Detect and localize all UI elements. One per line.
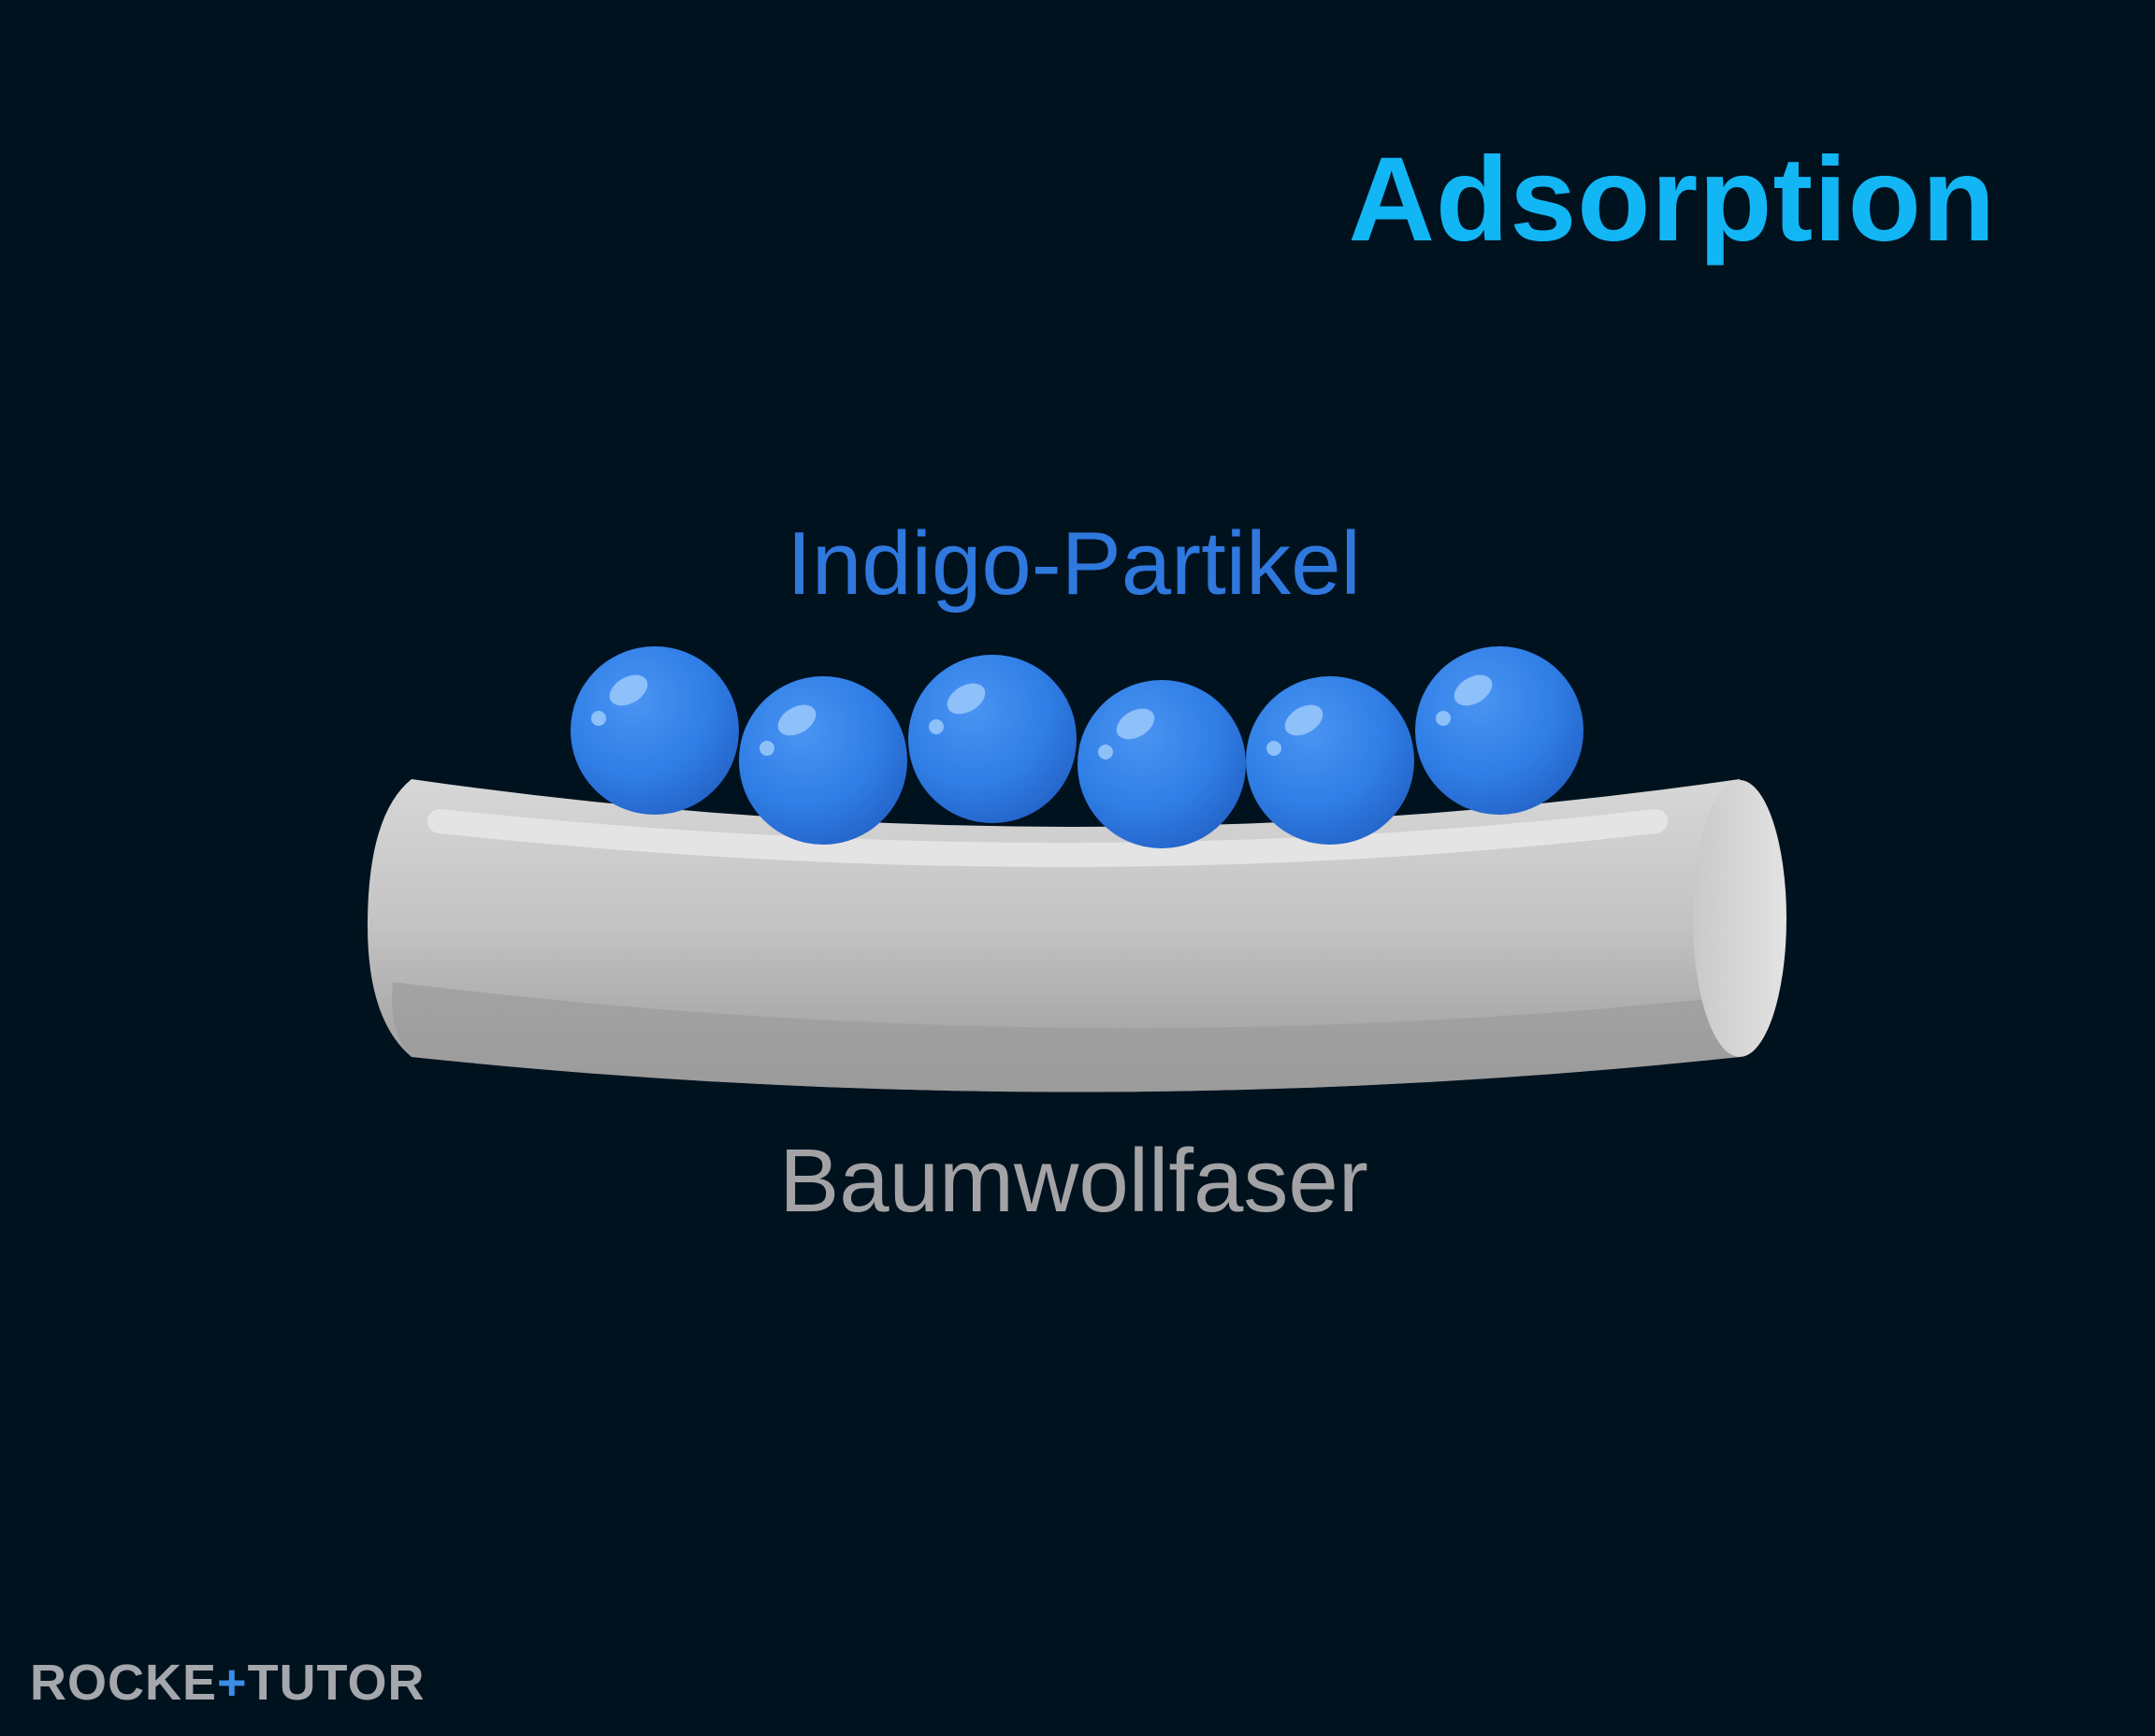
indigo-particle bbox=[1078, 680, 1248, 849]
indigo-particles bbox=[571, 646, 1585, 849]
logo-plus: + bbox=[217, 1655, 248, 1711]
particles-label: Indigo-Partikel bbox=[787, 514, 1361, 614]
fiber-label: Baumwollfaser bbox=[779, 1131, 1368, 1231]
fiber-end-cap bbox=[1693, 780, 1786, 1057]
indigo-particle bbox=[908, 655, 1078, 824]
diagram-title: Adsorption bbox=[1348, 133, 1996, 267]
particles-label-row: Indigo-Partikel bbox=[0, 513, 2155, 615]
indigo-particle bbox=[571, 646, 741, 816]
logo-text-left: ROCKE bbox=[30, 1655, 218, 1711]
indigo-particle bbox=[1246, 676, 1416, 846]
rocket-tutor-logo: ROCKE+TUTOR bbox=[30, 1654, 426, 1712]
indigo-particle bbox=[739, 676, 909, 846]
indigo-particle bbox=[1415, 646, 1585, 816]
fiber-label-row: Baumwollfaser bbox=[0, 1130, 2155, 1233]
fiber-shadow bbox=[392, 982, 1741, 1092]
fiber-highlight bbox=[427, 809, 1668, 867]
logo-text-right: TUTOR bbox=[247, 1655, 426, 1711]
cotton-fiber bbox=[367, 779, 1786, 1092]
